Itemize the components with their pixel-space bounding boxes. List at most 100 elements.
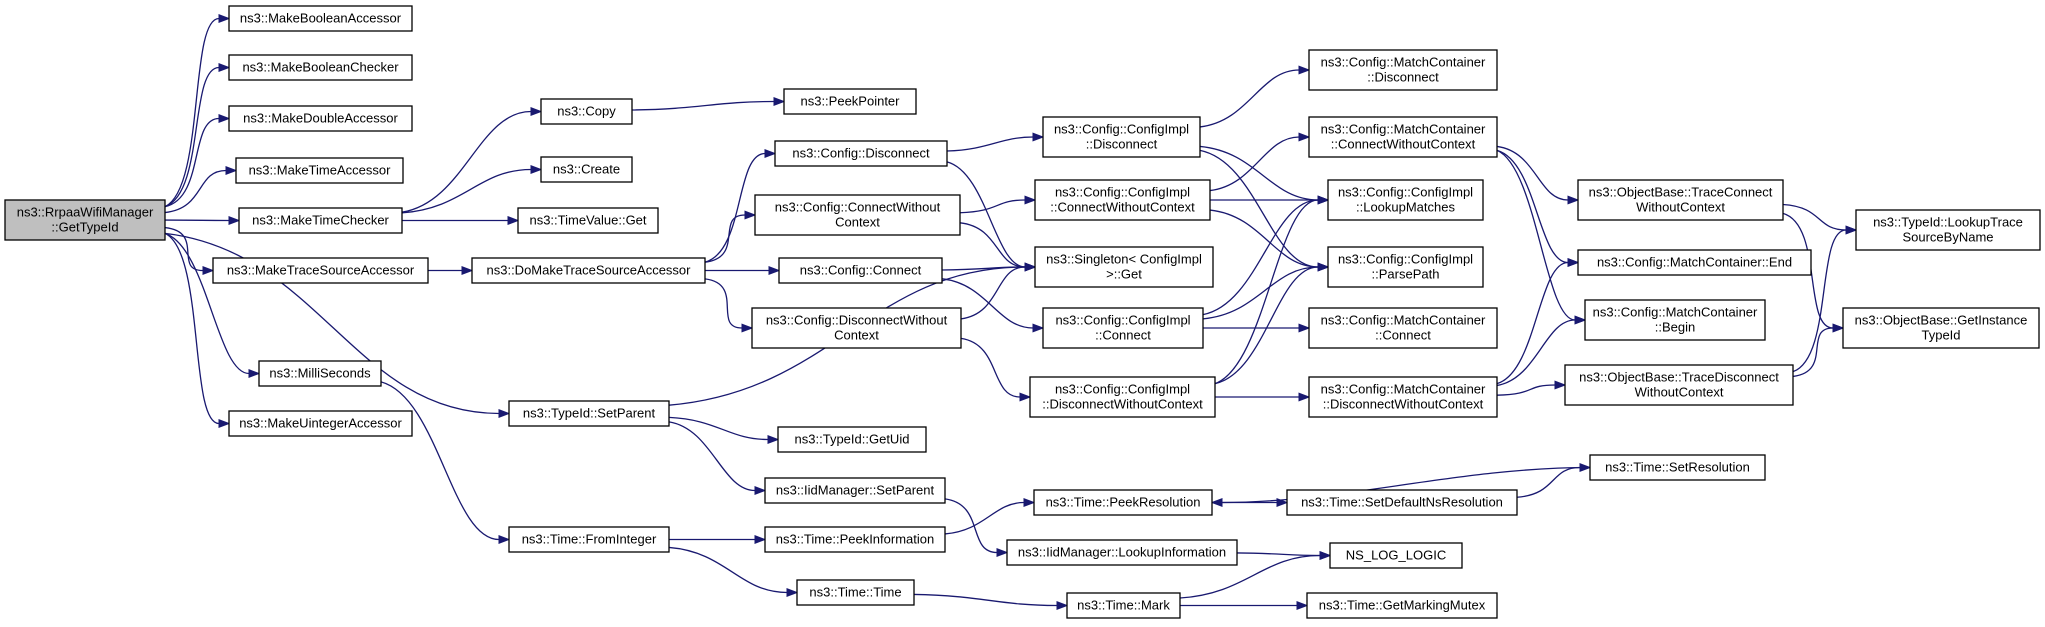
arrowhead-icon <box>248 368 261 379</box>
node-mk-time-acc[interactable]: ns3::MakeTimeAccessor <box>235 157 404 184</box>
edge-do-mk-trace-to-cfg-conn <box>704 265 781 276</box>
node-box <box>212 257 429 284</box>
node-set-res[interactable]: ns3::Time::SetResolution <box>1589 454 1766 481</box>
node-milli[interactable]: ns3::MilliSeconds <box>258 360 382 387</box>
node-label: ns3::Time::FromInteger <box>522 532 657 547</box>
node-mc-disc[interactable]: ns3::Config::MatchContainer::Disconnect <box>1308 49 1498 91</box>
node-label: ns3::Config::ConfigImpl <box>1338 185 1473 200</box>
node-create[interactable]: ns3::Create <box>540 156 633 183</box>
node-cfg-conn[interactable]: ns3::Config::Connect <box>778 257 943 284</box>
node-ob-trace-conn[interactable]: ns3::ObjectBase::TraceConnectWithoutCont… <box>1577 179 1784 221</box>
node-mk-bool-chk[interactable]: ns3::MakeBooleanChecker <box>228 54 413 81</box>
node-box <box>235 157 404 184</box>
edge-root-to-mk-bool-chk <box>164 62 231 208</box>
arrowhead-icon <box>218 13 231 24</box>
node-label: ns3::Config::MatchContainer::End <box>1597 255 1792 270</box>
edge-ci-conn-wo-to-mc-conn-wo <box>1209 132 1311 192</box>
node-singleton[interactable]: ns3::Singleton< ConfigImpl>::Get <box>1034 246 1214 288</box>
node-label: ns3::Config::MatchContainer <box>1321 122 1486 137</box>
node-box <box>1029 376 1216 418</box>
node-mk-time-chk[interactable]: ns3::MakeTimeChecker <box>238 207 403 234</box>
edge-line <box>1209 209 1319 268</box>
node-label: ns3::Config::MatchContainer <box>1321 382 1486 397</box>
node-mc-begin[interactable]: ns3::Config::MatchContainer::Begin <box>1584 299 1766 341</box>
edge-line <box>704 214 746 263</box>
node-label: ::Begin <box>1655 320 1695 335</box>
edge-line <box>1496 384 1556 396</box>
node-ci-disc[interactable]: ns3::Config::ConfigImpl::Disconnect <box>1042 116 1201 158</box>
node-box <box>1842 307 2040 349</box>
node-cfg-disc[interactable]: ns3::Config::Disconnect <box>774 140 948 167</box>
node-ci-parse[interactable]: ns3::Config::ConfigImpl::ParsePath <box>1327 246 1484 288</box>
node-mc-conn[interactable]: ns3::Config::MatchContainer::Connect <box>1308 307 1498 349</box>
node-tv-get[interactable]: ns3::TimeValue::Get <box>517 207 659 234</box>
node-ci-conn[interactable]: ns3::Config::ConfigImpl::Connect <box>1042 307 1204 349</box>
node-cfg-disc-wo[interactable]: ns3::Config::DisconnectWithoutContext <box>751 307 962 349</box>
node-label: ns3::Config::ConfigImpl <box>1055 185 1190 200</box>
arrowhead-icon <box>461 265 474 276</box>
node-cfg-conn-wo[interactable]: ns3::Config::ConnectWithoutContext <box>754 194 961 236</box>
node-mk-trace-src[interactable]: ns3::MakeTraceSourceAccessor <box>212 257 429 284</box>
node-box <box>508 526 670 553</box>
edge-from-int-to-peek-info <box>669 534 767 545</box>
edge-line <box>401 168 532 214</box>
node-get-mark-mutex[interactable]: ns3::Time::GetMarkingMutex <box>1306 592 1498 619</box>
edge-mc-disc-wo-to-mc-end <box>1496 257 1580 385</box>
edge-line <box>1496 149 1569 264</box>
node-peek-info[interactable]: ns3::Time::PeekInformation <box>764 526 946 553</box>
edge-do-mk-trace-to-cfg-conn-wo <box>704 210 757 263</box>
node-ci-lookup[interactable]: ns3::Config::ConfigImpl::LookupMatches <box>1327 179 1484 221</box>
edge-line <box>913 593 1058 607</box>
arrowhead-icon <box>754 485 767 496</box>
edge-ci-conn-to-ci-lookup <box>1202 195 1330 316</box>
node-label: ::DisconnectWithoutContext <box>1323 397 1484 412</box>
node-mark[interactable]: ns3::Time::Mark <box>1066 592 1181 619</box>
node-box <box>778 257 943 284</box>
node-get-uid[interactable]: ns3::TypeId::GetUid <box>777 426 927 453</box>
node-box <box>1308 376 1498 418</box>
node-mc-conn-wo[interactable]: ns3::Config::MatchContainer::ConnectWith… <box>1308 116 1498 158</box>
edge-root-to-mk-dbl-acc <box>164 113 231 208</box>
node-label: ns3::Config::MatchContainer <box>1593 305 1758 320</box>
edge-line <box>1179 554 1321 599</box>
node-box <box>228 54 413 81</box>
node-box <box>1329 542 1463 569</box>
node-box <box>1308 116 1498 158</box>
node-do-mk-trace[interactable]: ns3::DoMakeTraceSourceAccessor <box>471 257 706 284</box>
node-label: ns3::MakeDoubleAccessor <box>243 111 398 126</box>
edge-line <box>1792 229 1847 373</box>
node-label: ns3::Config::MatchContainer <box>1321 313 1486 328</box>
node-mk-bool-acc[interactable]: ns3::MakeBooleanAccessor <box>228 5 413 32</box>
node-mc-end[interactable]: ns3::Config::MatchContainer::End <box>1577 249 1812 276</box>
arrowhead-icon <box>768 265 781 276</box>
node-ns-log[interactable]: NS_LOG_LOGIC <box>1329 542 1463 569</box>
node-label: ns3::TypeId::SetParent <box>523 406 656 421</box>
node-peek-res[interactable]: ns3::Time::PeekResolution <box>1033 489 1213 516</box>
arrowhead-icon <box>498 534 511 545</box>
edge-mk-trace-src-to-do-mk-trace <box>427 265 474 276</box>
node-label: ns3::Config::ConfigImpl <box>1054 122 1189 137</box>
node-time-time[interactable]: ns3::Time::Time <box>796 579 915 606</box>
node-peek-ptr[interactable]: ns3::PeekPointer <box>783 88 917 115</box>
node-root[interactable]: ns3::RrpaaWifiManager::GetTypeId <box>4 199 166 241</box>
node-label: ns3::Create <box>553 162 620 177</box>
node-mk-uint-acc[interactable]: ns3::MakeUintegerAccessor <box>228 410 413 437</box>
node-mk-dbl-acc[interactable]: ns3::MakeDoubleAccessor <box>228 105 413 132</box>
node-ci-disc-wo[interactable]: ns3::Config::ConfigImpl::DisconnectWitho… <box>1029 376 1216 418</box>
arrowhead-icon <box>744 210 757 220</box>
node-iid-set-parent[interactable]: ns3::IidManager::SetParent <box>764 477 946 504</box>
node-set-parent[interactable]: ns3::TypeId::SetParent <box>508 400 670 427</box>
node-iid-lookup[interactable]: ns3::IidManager::LookupInformation <box>1006 539 1238 566</box>
edge-ci-disc-wo-to-mc-disc-wo <box>1215 392 1311 402</box>
node-set-def-ns[interactable]: ns3::Time::SetDefaultNsResolution <box>1286 489 1518 516</box>
edge-line <box>946 136 1034 152</box>
node-ci-conn-wo[interactable]: ns3::Config::ConfigImpl::ConnectWithoutC… <box>1034 179 1211 221</box>
node-mc-disc-wo[interactable]: ns3::Config::MatchContainer::DisconnectW… <box>1308 376 1498 418</box>
node-ob-trace-disc[interactable]: ns3::ObjectBase::TraceDisconnectWithoutC… <box>1564 364 1794 406</box>
node-copy[interactable]: ns3::Copy <box>540 98 633 125</box>
node-from-int[interactable]: ns3::Time::FromInteger <box>508 526 670 553</box>
node-label: ns3::Config::Disconnect <box>792 146 930 161</box>
arrowhead-icon <box>498 408 511 419</box>
